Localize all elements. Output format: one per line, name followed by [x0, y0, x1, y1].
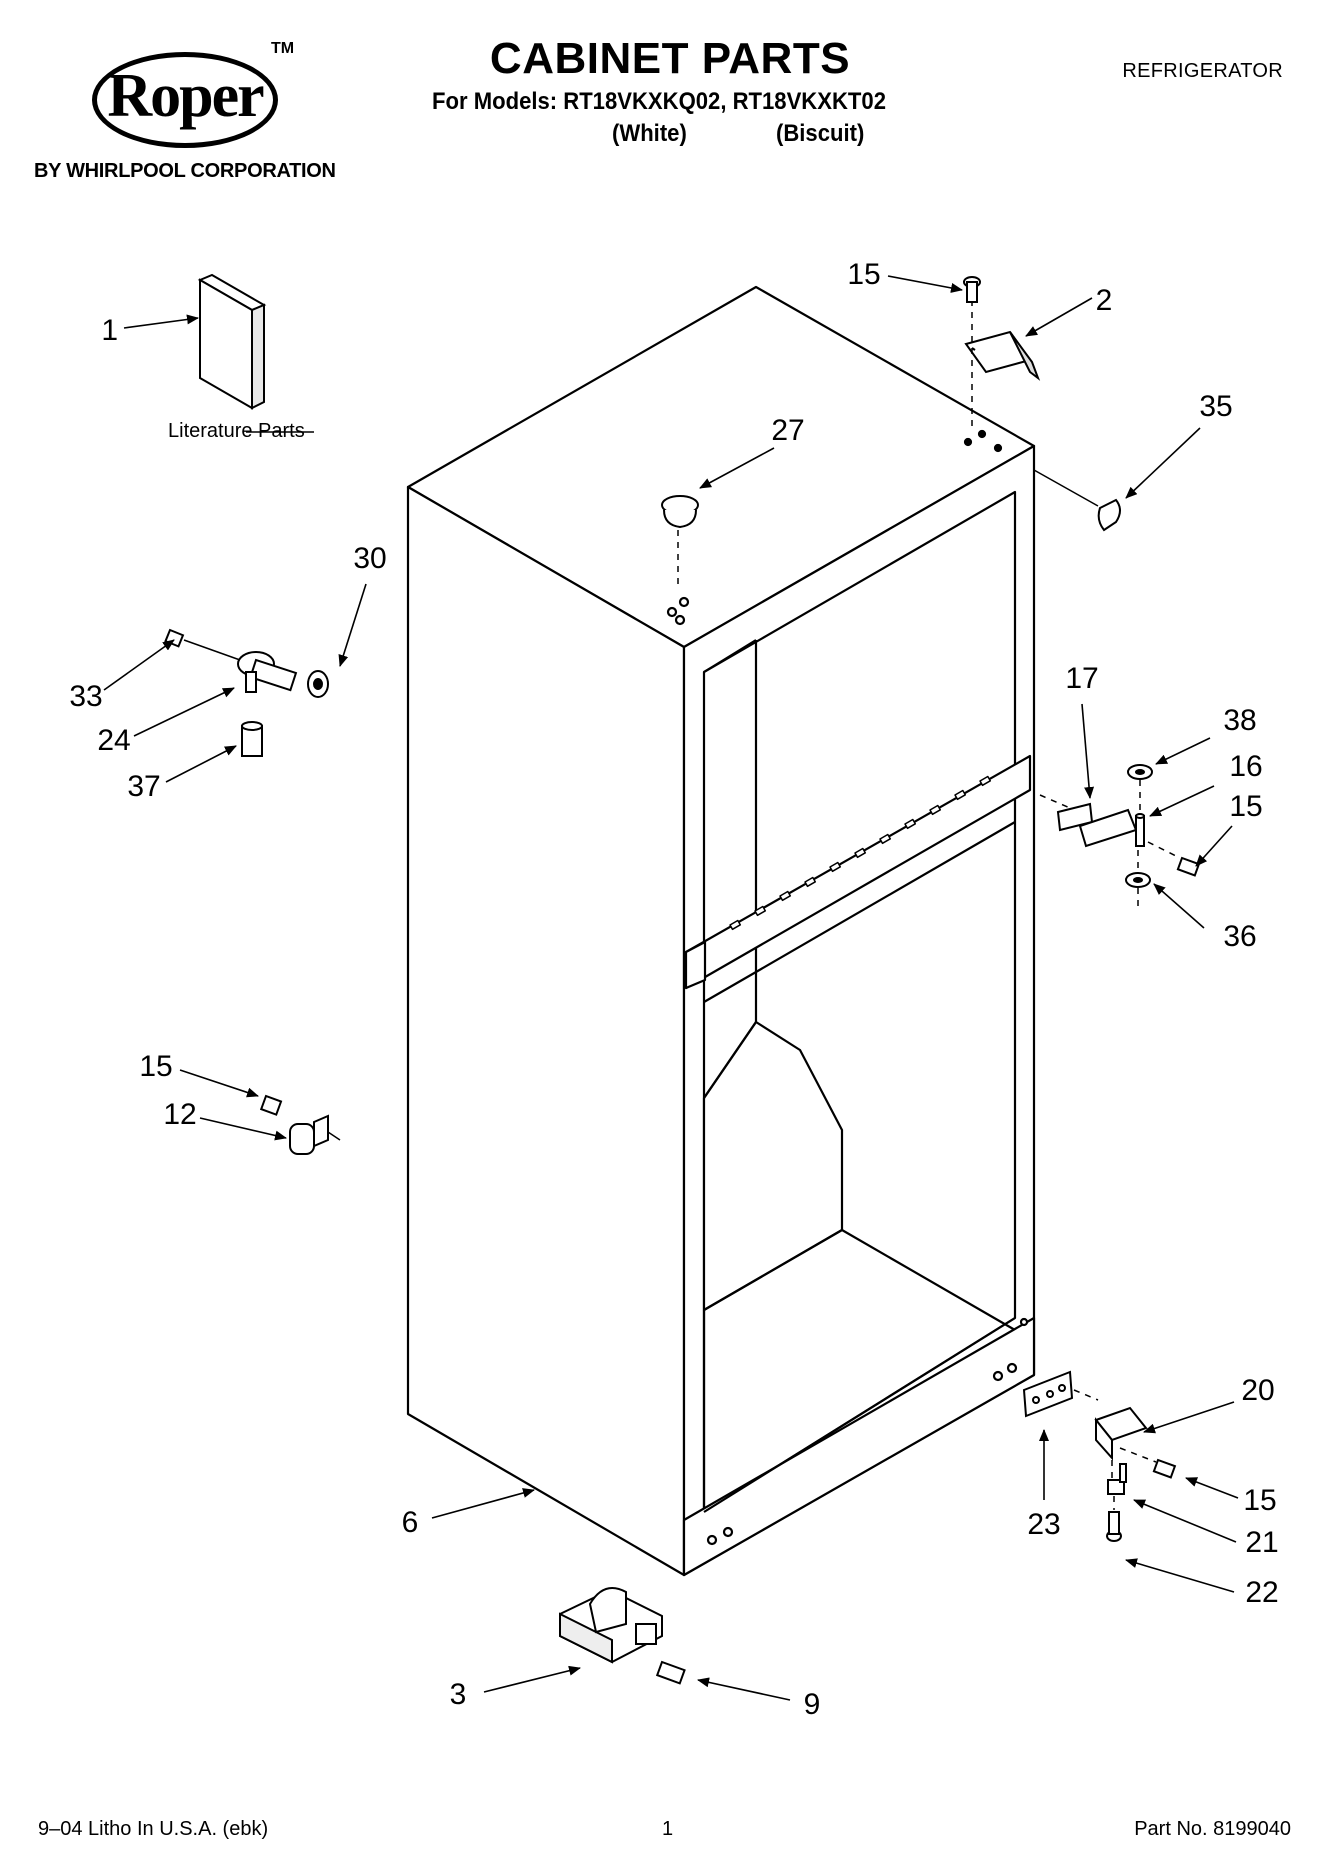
callout-c27: 27 — [771, 414, 804, 447]
leader-c20 — [1143, 1401, 1235, 1434]
leader-c38 — [1155, 737, 1211, 765]
leader-c22 — [1125, 1558, 1235, 1593]
leader-c30 — [338, 583, 367, 667]
leader-c1 — [123, 314, 199, 329]
part-38-washer — [1127, 764, 1153, 812]
callout-c38: 38 — [1223, 704, 1256, 737]
leader-c17 — [1081, 703, 1095, 799]
literature-parts-label: Literature Parts — [168, 420, 305, 442]
leader-c6 — [431, 1488, 535, 1519]
leader-c15d — [1185, 1477, 1239, 1499]
callout-c20: 20 — [1241, 1374, 1274, 1407]
leader-c37 — [165, 745, 237, 783]
part-17-hinge-bracket — [1039, 794, 1138, 848]
part-36-washer — [1125, 850, 1151, 910]
variant-biscuit: (Biscuit) — [776, 120, 865, 147]
variant-white: (White) — [612, 120, 687, 147]
part-15-screw-bottom — [1119, 1447, 1177, 1479]
leader-c35 — [1125, 427, 1201, 499]
callout-c30: 30 — [353, 542, 386, 575]
leader-c3 — [483, 1665, 581, 1693]
leader-c2 — [1025, 297, 1093, 337]
models-line: For Models: RT18VKXKQ02, RT18VKXKT02 — [432, 88, 886, 115]
callout-c22: 22 — [1245, 1576, 1278, 1609]
leader-c9 — [697, 1677, 791, 1701]
callout-c12: 12 — [163, 1098, 196, 1131]
callout-c6: 6 — [402, 1506, 419, 1539]
refrigerator-cabinet — [406, 285, 1036, 1577]
part-15-screw-center — [1147, 841, 1201, 877]
callout-c15a: 15 — [847, 258, 880, 291]
leader-c36 — [1153, 883, 1205, 929]
part-30-washer — [307, 670, 329, 698]
part-23-shim — [1022, 1370, 1099, 1418]
part-16-hinge-pin — [1135, 813, 1145, 847]
callout-c23: 23 — [1027, 1508, 1060, 1541]
logo-brand: Roper — [107, 62, 264, 130]
callout-c15c: 15 — [139, 1050, 172, 1083]
footer-page-number: 1 — [662, 1818, 674, 1840]
callout-c9: 9 — [804, 1688, 821, 1721]
part-33-screw — [164, 628, 241, 661]
part-2-top-hinge — [964, 300, 1041, 432]
leader-c15c — [179, 1069, 259, 1098]
literature-booklet — [197, 273, 267, 410]
footer-litho: 9–04 Litho In U.S.A. (ebk) — [38, 1818, 269, 1840]
part-9-leveling-screw — [655, 1660, 686, 1685]
part-15-screw-left — [259, 1094, 283, 1116]
callout-c15b: 15 — [1229, 790, 1262, 823]
callout-c15d: 15 — [1243, 1484, 1276, 1517]
callout-c35: 35 — [1199, 390, 1232, 423]
part-22-screw — [1106, 1496, 1122, 1542]
leader-c27 — [699, 447, 775, 489]
logo-tagline: BY WHIRLPOOL CORPORATION — [34, 160, 336, 182]
callout-c2: 2 — [1096, 284, 1113, 317]
part-27-plug — [661, 495, 699, 590]
leader-c21 — [1133, 1499, 1237, 1543]
part-3-leveling-bracket — [559, 1587, 663, 1664]
appliance-category: REFRIGERATOR — [1122, 60, 1283, 82]
callout-c36: 36 — [1223, 920, 1256, 953]
logo-trademark: TM — [271, 40, 295, 57]
page-title: CABINET PARTS — [489, 34, 851, 83]
leader-c15b — [1195, 825, 1233, 867]
footer-part-number: Part No. 8199040 — [1134, 1818, 1291, 1840]
callout-c3: 3 — [450, 1678, 467, 1711]
leader-c15a — [887, 275, 963, 293]
logo-oval — [92, 52, 278, 148]
callout-c1: 1 — [101, 314, 118, 347]
callout-c21: 21 — [1245, 1526, 1278, 1559]
callout-labels: 1 15 2 27 35 30 33 24 37 17 38 16 15 36 15 12 20 15 23 21 6 2… — [69, 258, 1278, 1721]
callout-c37: 37 — [127, 770, 160, 803]
part-37-spacer — [241, 721, 263, 757]
callout-c33: 33 — [69, 680, 102, 713]
part-24-hinge-pin-bracket — [237, 651, 298, 693]
callout-c17: 17 — [1065, 662, 1098, 695]
part-35-hinge-cover — [1033, 469, 1121, 532]
leader-c16 — [1149, 785, 1215, 817]
leader-lines — [103, 275, 1239, 1701]
leader-c12 — [199, 1117, 287, 1141]
roper-logo: Roper TM BY WHIRLPOOL CORPORATION — [28, 40, 358, 190]
part-21-hinge-pin — [1107, 1463, 1127, 1495]
callout-c24: 24 — [97, 724, 130, 757]
leader-c24 — [133, 687, 235, 737]
part-12-hinge-cap — [289, 1114, 341, 1155]
part-15-screw-top — [963, 276, 981, 303]
leader-c33 — [103, 639, 175, 691]
callout-c16: 16 — [1229, 750, 1262, 783]
